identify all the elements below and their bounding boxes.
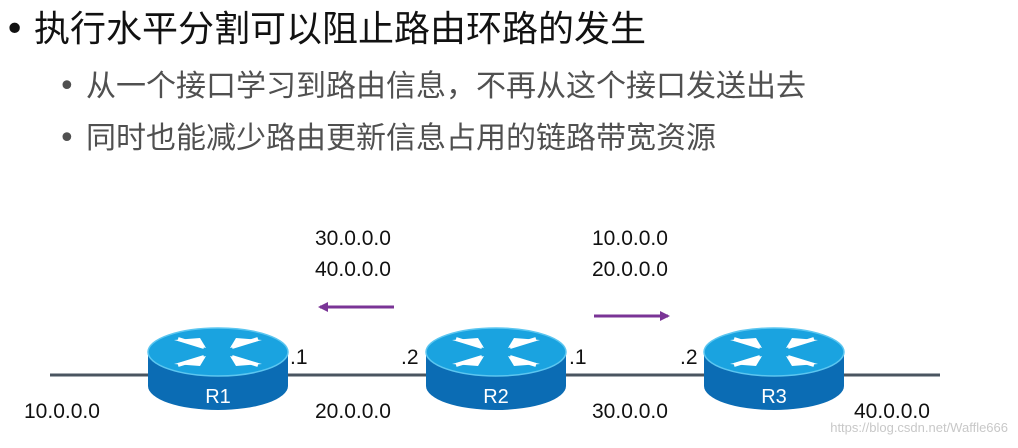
router-top	[425, 327, 567, 377]
router-top	[147, 327, 289, 377]
router-arrows-icon	[730, 337, 818, 367]
sub-bullet-1: • 从一个接口学习到路由信息，不再从这个接口发送出去	[58, 68, 806, 106]
network-label-4: 40.0.0.0	[854, 400, 930, 423]
router-label: R1	[205, 386, 231, 408]
sub-bullet-2-text: 同时也能减少路由更新信息占用的链路带宽资源	[86, 121, 716, 156]
update-to-r3-route-2: 20.0.0.0	[592, 258, 668, 281]
bullet-marker: •	[58, 69, 76, 104]
router-r3: R3	[703, 327, 845, 410]
network-label-2: 20.0.0.0	[315, 400, 391, 423]
router-label: R2	[483, 386, 509, 408]
update-to-r3-route-1: 10.0.0.0	[592, 227, 668, 250]
interface-label-r1-right: .1	[290, 346, 308, 369]
sub-bullet-2: • 同时也能减少路由更新信息占用的链路带宽资源	[58, 120, 716, 158]
update-to-r1-route-1: 30.0.0.0	[315, 227, 391, 250]
bullet-marker: •	[58, 121, 76, 156]
interface-label-r3-left: .2	[680, 346, 698, 369]
network-label-3: 30.0.0.0	[592, 400, 668, 423]
router-label: R3	[761, 386, 787, 408]
router-arrows-icon	[452, 337, 540, 367]
bullet-marker: •	[4, 9, 26, 50]
interface-label-r2-left: .2	[401, 346, 419, 369]
interface-label-r2-right: .1	[569, 346, 587, 369]
main-bullet-text: 执行水平分割可以阻止路由环路的发生	[34, 9, 647, 50]
router-r2: R2	[425, 327, 567, 410]
router-r1: R1	[147, 327, 289, 410]
watermark: https://blog.csdn.net/Waffle666	[830, 420, 1008, 435]
main-bullet: •执行水平分割可以阻止路由环路的发生	[4, 8, 646, 52]
network-label-1: 10.0.0.0	[24, 400, 100, 423]
router-top	[703, 327, 845, 377]
sub-bullet-1-text: 从一个接口学习到路由信息，不再从这个接口发送出去	[86, 69, 806, 104]
router-arrows-icon	[174, 337, 262, 367]
update-to-r1-route-2: 40.0.0.0	[315, 258, 391, 281]
